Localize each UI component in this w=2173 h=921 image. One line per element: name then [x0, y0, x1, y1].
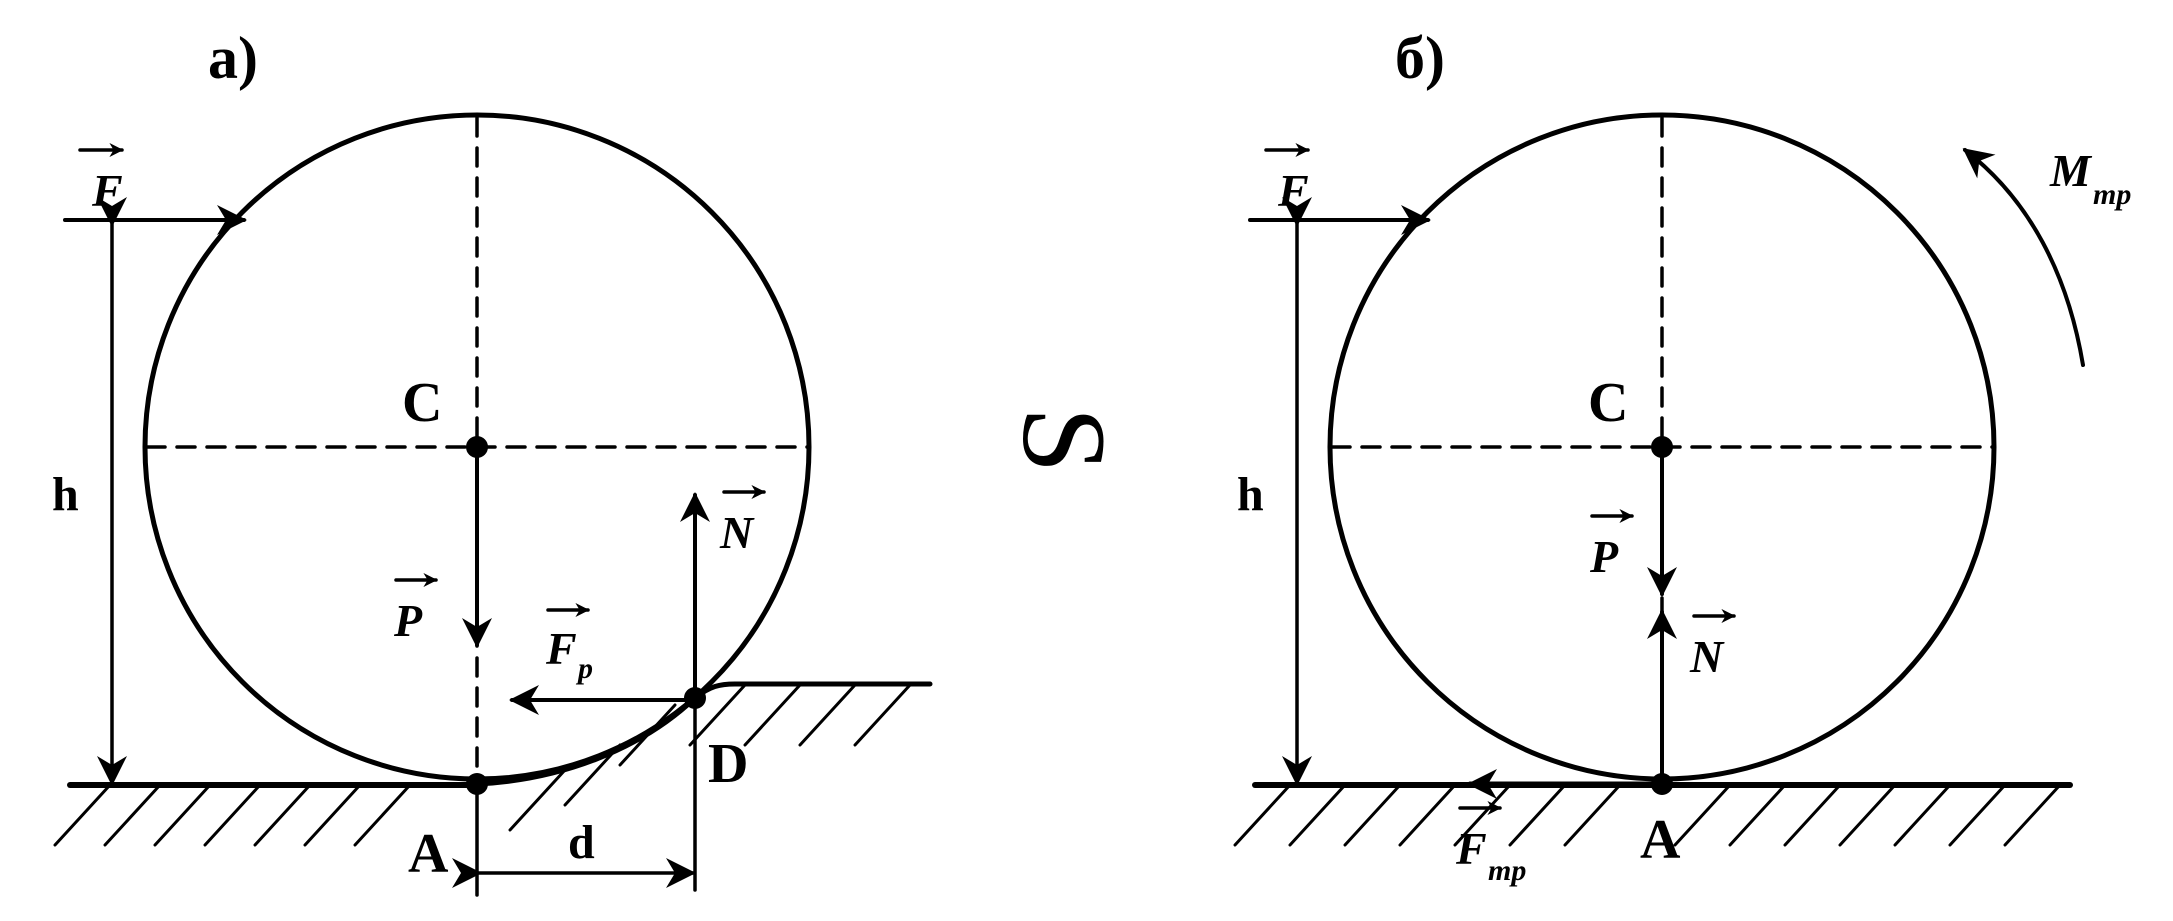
panel-a-contact-point: [466, 773, 488, 795]
panel-a-center-label: C: [402, 372, 442, 434]
svg-text:p: p: [575, 652, 593, 685]
panel-a: а) C A: [52, 25, 933, 897]
svg-text:F: F: [545, 623, 577, 674]
panel-b-force-N-label: N: [1689, 609, 1736, 682]
svg-text:N: N: [719, 507, 755, 558]
panel-b-ground-hatching: [1233, 783, 2062, 847]
panel-a-ground-hatching: [53, 683, 912, 847]
svg-text:F: F: [1455, 823, 1487, 874]
panel-b-contact-label: A: [1640, 809, 1681, 871]
panel-a-distance-label: d: [568, 816, 595, 869]
svg-text:P: P: [393, 595, 423, 646]
svg-text:F: F: [1277, 165, 1309, 216]
panel-a-obstacle-label: D: [708, 733, 748, 795]
panel-b: б) C A F: [1233, 25, 2131, 887]
panel-a-obstacle-surface: [474, 681, 933, 787]
svg-text:тр: тр: [2093, 178, 2131, 211]
svg-text:P: P: [1589, 531, 1619, 582]
panel-a-title: а): [208, 25, 258, 91]
panel-b-force-F-label: F: [1264, 143, 1310, 216]
panel-b-moment-M-label: M тр: [2049, 145, 2131, 211]
panel-b-title: б): [1395, 25, 1445, 91]
panel-a-center-point: [466, 436, 488, 458]
panel-b-force-P-label: P: [1589, 509, 1634, 582]
separator-symbol: S: [998, 407, 1131, 474]
panel-b-center-label: C: [1588, 372, 1628, 434]
svg-text:F: F: [91, 165, 123, 216]
panel-b-moment-M-arrow: [1962, 148, 2085, 367]
panel-a-height-label: h: [52, 468, 79, 521]
panel-a-force-F-label: F: [78, 143, 124, 216]
panel-a-force-P-label: P: [393, 573, 438, 646]
svg-text:N: N: [1689, 631, 1725, 682]
panel-b-height-label: h: [1237, 468, 1264, 521]
panel-a-force-N-label: N: [719, 485, 766, 558]
panel-a-contact-label: A: [408, 823, 449, 885]
panel-a-force-Fp-label: F p: [545, 603, 593, 685]
svg-text:M: M: [2049, 145, 2093, 196]
svg-text:тр: тр: [1488, 854, 1526, 887]
panel-b-center-point: [1651, 436, 1673, 458]
panel-b-force-Ftr-label: F тр: [1455, 801, 1526, 887]
